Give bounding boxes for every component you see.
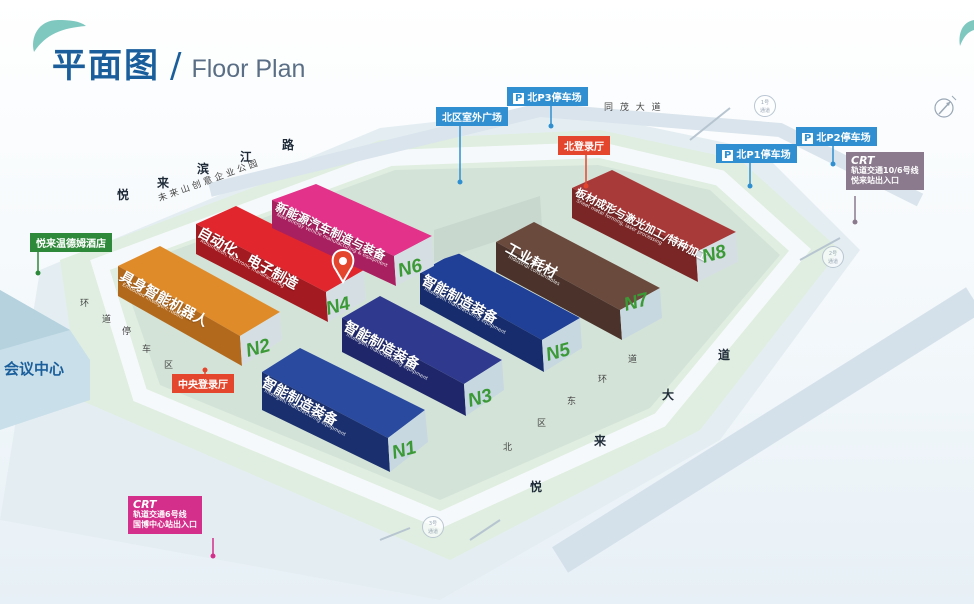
road-binjiang-5: 路 xyxy=(282,138,295,152)
compass-icon xyxy=(934,95,957,118)
gate-3: 3号通道 xyxy=(422,516,444,538)
hall-N2[interactable] xyxy=(118,246,282,366)
metro-logo-icon: CRT xyxy=(133,498,157,511)
metro-logo-icon: CRT xyxy=(851,154,875,167)
title-separator: / xyxy=(170,46,182,86)
hall-N5[interactable] xyxy=(420,252,582,372)
corner-decoration xyxy=(33,20,86,52)
title-en: Floor Plan xyxy=(191,55,306,83)
hall-N7[interactable] xyxy=(496,222,662,340)
north-hall-label[interactable]: 北登录厅 xyxy=(558,136,610,155)
road-yuelai-3: 大 xyxy=(662,388,675,402)
corner-decoration-right xyxy=(959,20,974,46)
ring-east-4: 环 xyxy=(598,375,608,385)
road-yuelai-1: 悦 xyxy=(530,480,543,494)
ring-north-3: 停 xyxy=(122,327,132,337)
hotel-label[interactable]: 悦来温德姆酒店 xyxy=(30,233,112,252)
road-binjiang-1: 悦 xyxy=(117,188,130,202)
east-road xyxy=(552,287,974,573)
hall-N1[interactable] xyxy=(262,348,428,472)
road-tongmao: 同 茂 大 道 xyxy=(604,103,663,113)
hall-N3[interactable] xyxy=(342,296,504,416)
ring-north-1: 环 xyxy=(80,299,90,309)
gate-2: 2号通道 xyxy=(822,246,844,268)
ring-east-3: 东 xyxy=(567,397,577,407)
hall-N6[interactable] xyxy=(272,184,542,286)
page-title: 平面图 / Floor Plan xyxy=(52,38,305,87)
road-binjiang-3: 滨 xyxy=(197,162,210,176)
parking-icon: P xyxy=(722,150,734,161)
road-yuelai-4: 道 xyxy=(718,348,731,362)
road-binjiang-2: 来 xyxy=(157,176,170,190)
central-hall-label[interactable]: 中央登录厅 xyxy=(172,374,234,393)
ring-east-5: 道 xyxy=(628,355,638,365)
gate-1: 1号通道 xyxy=(754,95,776,117)
hall-N8[interactable] xyxy=(572,170,738,282)
ring-north-2: 道 xyxy=(102,315,112,325)
location-marker-icon xyxy=(331,248,355,284)
hall-N4[interactable] xyxy=(196,206,366,322)
metro-exit-yuelai[interactable]: CRT 轨道交通10/6号线 悦来站出入口 xyxy=(846,152,924,190)
ring-east-1: 北 xyxy=(503,443,513,453)
north-square-label[interactable]: 北区室外广场 xyxy=(436,107,508,126)
road-yuelai-2: 来 xyxy=(594,434,607,448)
ring-east-2: 区 xyxy=(537,419,547,429)
ring-north-5: 区 xyxy=(164,361,174,371)
ring-north-4: 车 xyxy=(142,345,152,355)
parking-icon: P xyxy=(802,133,814,144)
road-binjiang-4: 江 xyxy=(240,150,253,164)
parking-icon: P xyxy=(513,93,525,104)
convention-center-label[interactable]: 会议中心 xyxy=(4,360,65,378)
title-cn: 平面图 xyxy=(52,46,160,86)
metro-exit-guobo[interactable]: CRT 轨道交通6号线 国博中心站出入口 xyxy=(128,496,202,534)
